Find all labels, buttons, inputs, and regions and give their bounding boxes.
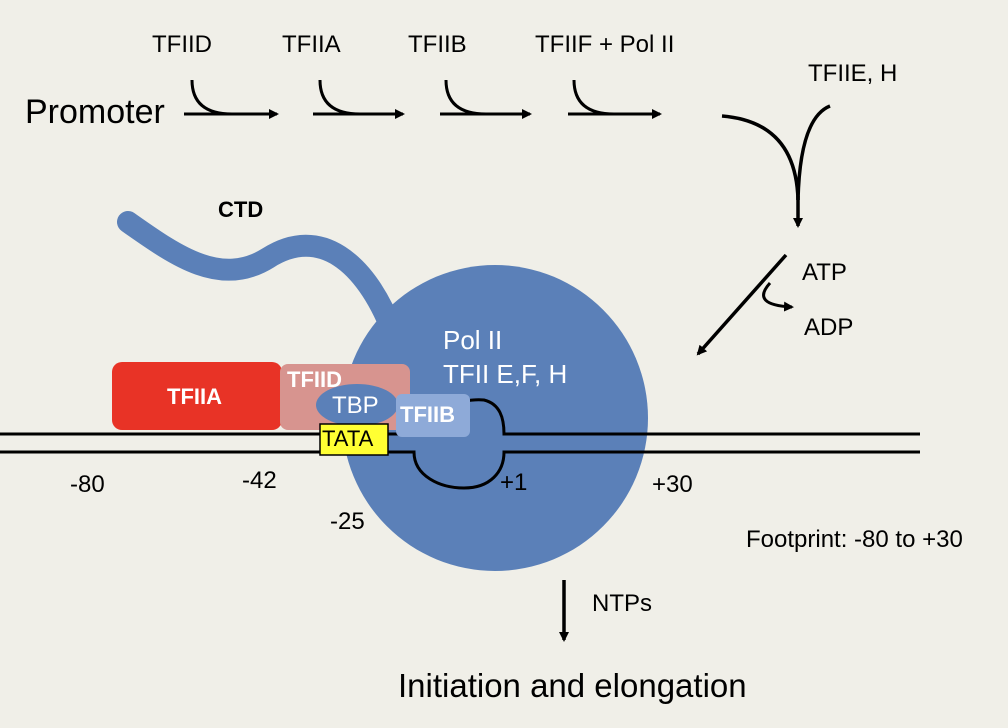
pathway-factor-tfiid: TFIID [152,31,212,58]
tata-box [319,423,389,456]
tbp-ellipse [316,384,398,426]
tfiib-join-curve [444,79,487,116]
position-minus-42: -42 [242,467,277,494]
position-plus-1: +1 [500,469,528,496]
position-minus-80: -80 [70,471,105,498]
position-minus-25: -25 [330,508,365,535]
ntps-label: NTPs [592,590,652,617]
tfiid-label: TFIID [287,367,342,392]
tfiia-join-curve [318,79,361,116]
pol-ii-factors-label: TFII E,F, H [443,359,568,389]
assembly-pathway-arrows [184,79,662,119]
ctd-tail [117,211,403,341]
pathway-factor-tfiif-pol: TFIIF + Pol II [535,31,675,58]
adp-label: ADP [804,314,854,341]
tfiia-label: TFIIA [167,384,222,409]
tfiid-join-curve [190,79,233,116]
outcome-label: Initiation and elongation [398,667,747,704]
atp-hydrolysis-arrow [696,253,794,356]
tfiia-block [112,362,282,430]
tfiib-label: TFIIB [400,402,455,427]
position-plus-30: +30 [652,471,693,498]
atp-label: ATP [802,259,847,286]
tfiif-join-curve [572,79,615,116]
pathway-factor-tfiia: TFIIA [282,31,341,58]
promoter-label: Promoter [25,93,165,131]
footprint-label: Footprint: -80 to +30 [746,526,963,553]
pathway-factor-tfiib: TFIIB [408,31,467,58]
ctd-label: CTD [218,197,264,222]
pathway-factor-tfiie-h: TFIIE, H [808,60,898,87]
tfiie-h-merge-arrow [721,104,831,228]
pol-ii-body [342,265,648,571]
tbp-label: TBP [332,392,379,419]
tfiib-block [396,394,470,437]
pol-ii-label: Pol II [443,325,503,355]
tata-label: TATA [322,426,374,451]
